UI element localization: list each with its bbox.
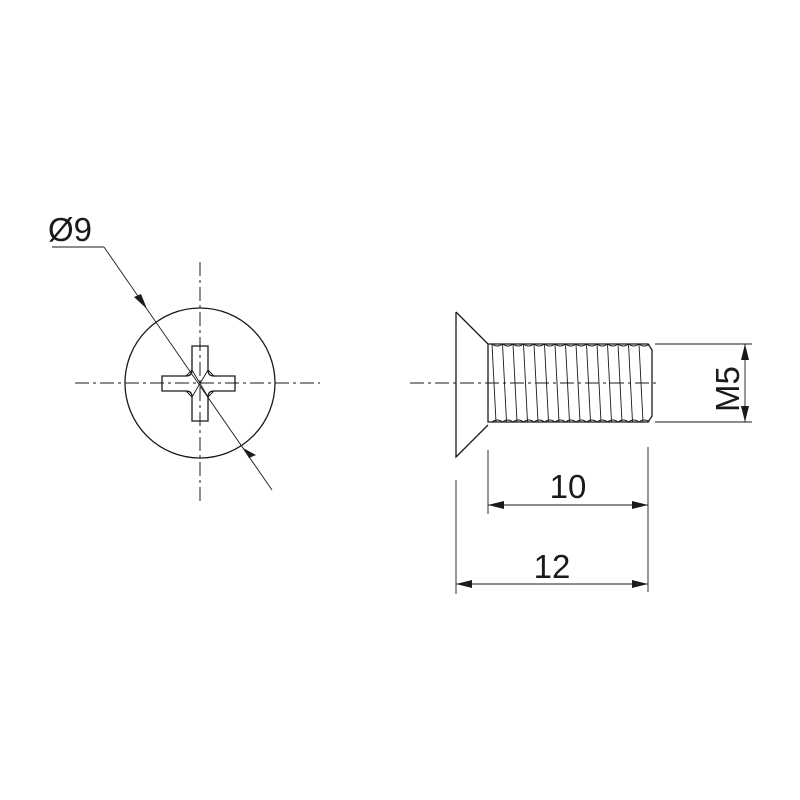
phillips-cross-recess-icon — [161, 345, 236, 422]
thread-crest-line — [491, 343, 497, 423]
dim12-arrowhead-left — [456, 580, 472, 588]
dim10-arrowhead-left — [488, 501, 504, 509]
thread-root-edge — [575, 419, 587, 423]
thread-root-edge — [607, 419, 619, 423]
dim10-arrowhead-right — [632, 501, 648, 509]
diameter-arrowhead-upper — [134, 294, 147, 309]
thread-root-edge — [502, 419, 514, 423]
thread-root-edge — [596, 419, 608, 423]
head-outline-circle — [124, 307, 276, 459]
thread-root-edge — [617, 343, 629, 347]
thread-length-label: 10 — [550, 468, 587, 505]
screw-side-view: M5 10 12 — [410, 311, 752, 594]
thread-root-edge — [586, 419, 598, 423]
thread-crest-line — [617, 343, 623, 423]
head-diameter-label: Ø9 — [48, 211, 92, 248]
m5-arrowhead-upper — [741, 344, 749, 360]
thread-crest-line — [533, 343, 539, 423]
thread-crest-line — [565, 343, 570, 423]
thread-crest-line — [512, 343, 518, 423]
diameter-arrowhead-lower — [243, 448, 256, 458]
thread-root-edge — [502, 343, 514, 347]
thread-root-edge — [565, 419, 577, 423]
thread-root-edge — [554, 343, 566, 347]
thread-crest-line — [502, 343, 507, 423]
thread-root-edge — [512, 419, 524, 423]
thread-root-edge — [523, 419, 535, 423]
thread-crest-line — [638, 343, 644, 423]
thread-crest-line — [628, 343, 633, 423]
thread-root-edge — [565, 343, 577, 347]
thread-crest-line — [596, 343, 602, 423]
shank-outline — [487, 343, 653, 423]
thread-size-label: M5 — [709, 366, 746, 412]
dim12-arrowhead-right — [632, 580, 648, 588]
thread-root-edge — [533, 343, 545, 347]
total-length-label: 12 — [534, 548, 571, 585]
thread-root-edge — [544, 419, 556, 423]
thread-crest-line — [544, 343, 549, 423]
thread-crest-line — [586, 343, 591, 423]
thread-root-edge — [586, 343, 598, 347]
thread-root-edge — [523, 343, 535, 347]
thread-root-edge — [596, 343, 608, 347]
thread-root-edge — [554, 419, 566, 423]
thread-root-edge — [607, 343, 619, 347]
thread-root-edge — [533, 419, 545, 423]
thread-crest-line — [554, 343, 560, 423]
thread-root-edge — [491, 419, 503, 423]
thread-crest-line — [607, 343, 612, 423]
thread-crest-line — [523, 343, 528, 423]
thread-root-edge — [628, 343, 640, 347]
thread-root-edge — [638, 343, 650, 347]
thread-root-edge — [575, 343, 587, 347]
phillips-inner-detail — [185, 369, 215, 398]
thread-lines — [491, 343, 650, 423]
thread-root-edge — [491, 343, 503, 347]
m5-arrowhead-lower — [741, 406, 749, 422]
threaded-shank — [487, 343, 653, 423]
thread-crest-line — [575, 343, 581, 423]
thread-root-edge — [617, 419, 629, 423]
countersunk-head-outline — [455, 311, 489, 459]
thread-root-edge — [512, 343, 524, 347]
thread-root-edge — [628, 419, 640, 423]
thread-root-edge — [638, 419, 650, 423]
thread-root-edge — [544, 343, 556, 347]
head-top-view: Ø9 — [48, 211, 320, 505]
